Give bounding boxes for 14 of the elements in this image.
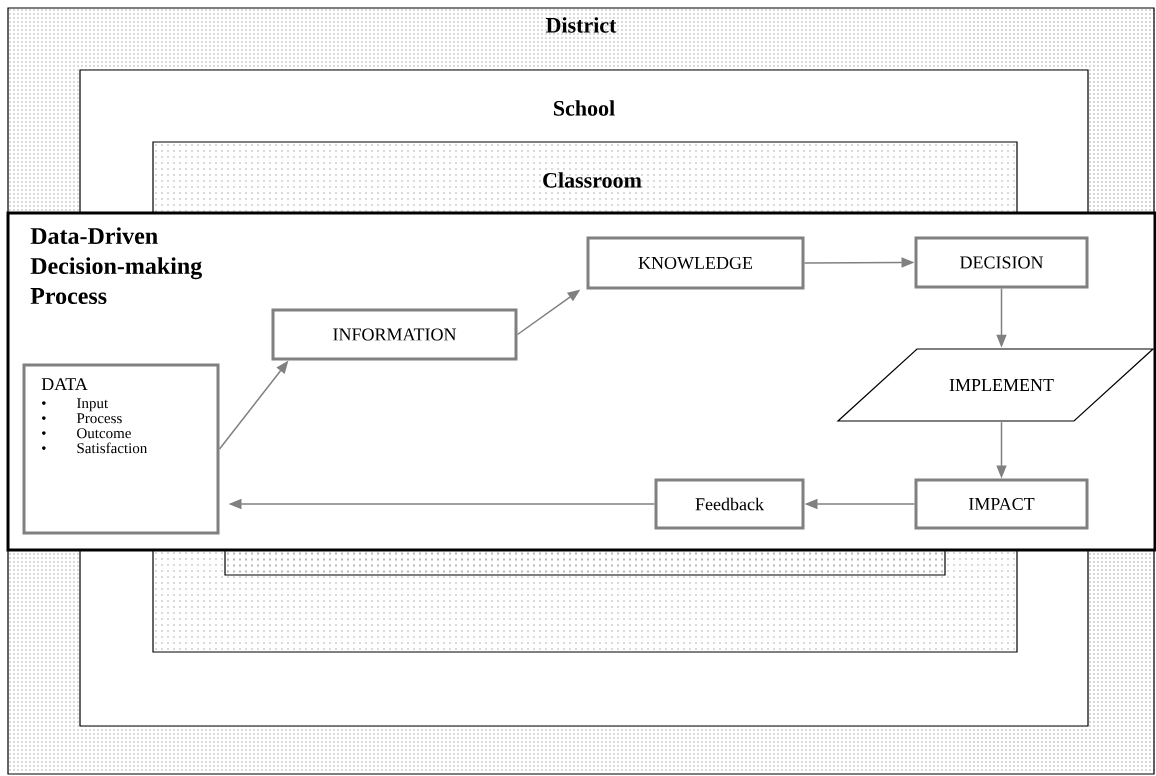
- list-item: Process: [76, 413, 122, 424]
- list-item: Satisfaction: [77, 442, 148, 454]
- process-box: Feedback: [654, 478, 805, 530]
- process-box: INFORMATION: [271, 308, 518, 361]
- process-box: KNOWLEDGE: [586, 236, 805, 290]
- process-box: IMPACT: [914, 478, 1089, 530]
- data-box: [22, 363, 220, 535]
- list-item: Input: [77, 398, 109, 412]
- bullet: •: [42, 431, 46, 435]
- bullet: •: [42, 446, 46, 450]
- process-box: DECISION: [914, 236, 1089, 289]
- bullet: •: [42, 401, 46, 405]
- bullet: •: [42, 416, 46, 420]
- list-item: Outcome: [77, 428, 131, 439]
